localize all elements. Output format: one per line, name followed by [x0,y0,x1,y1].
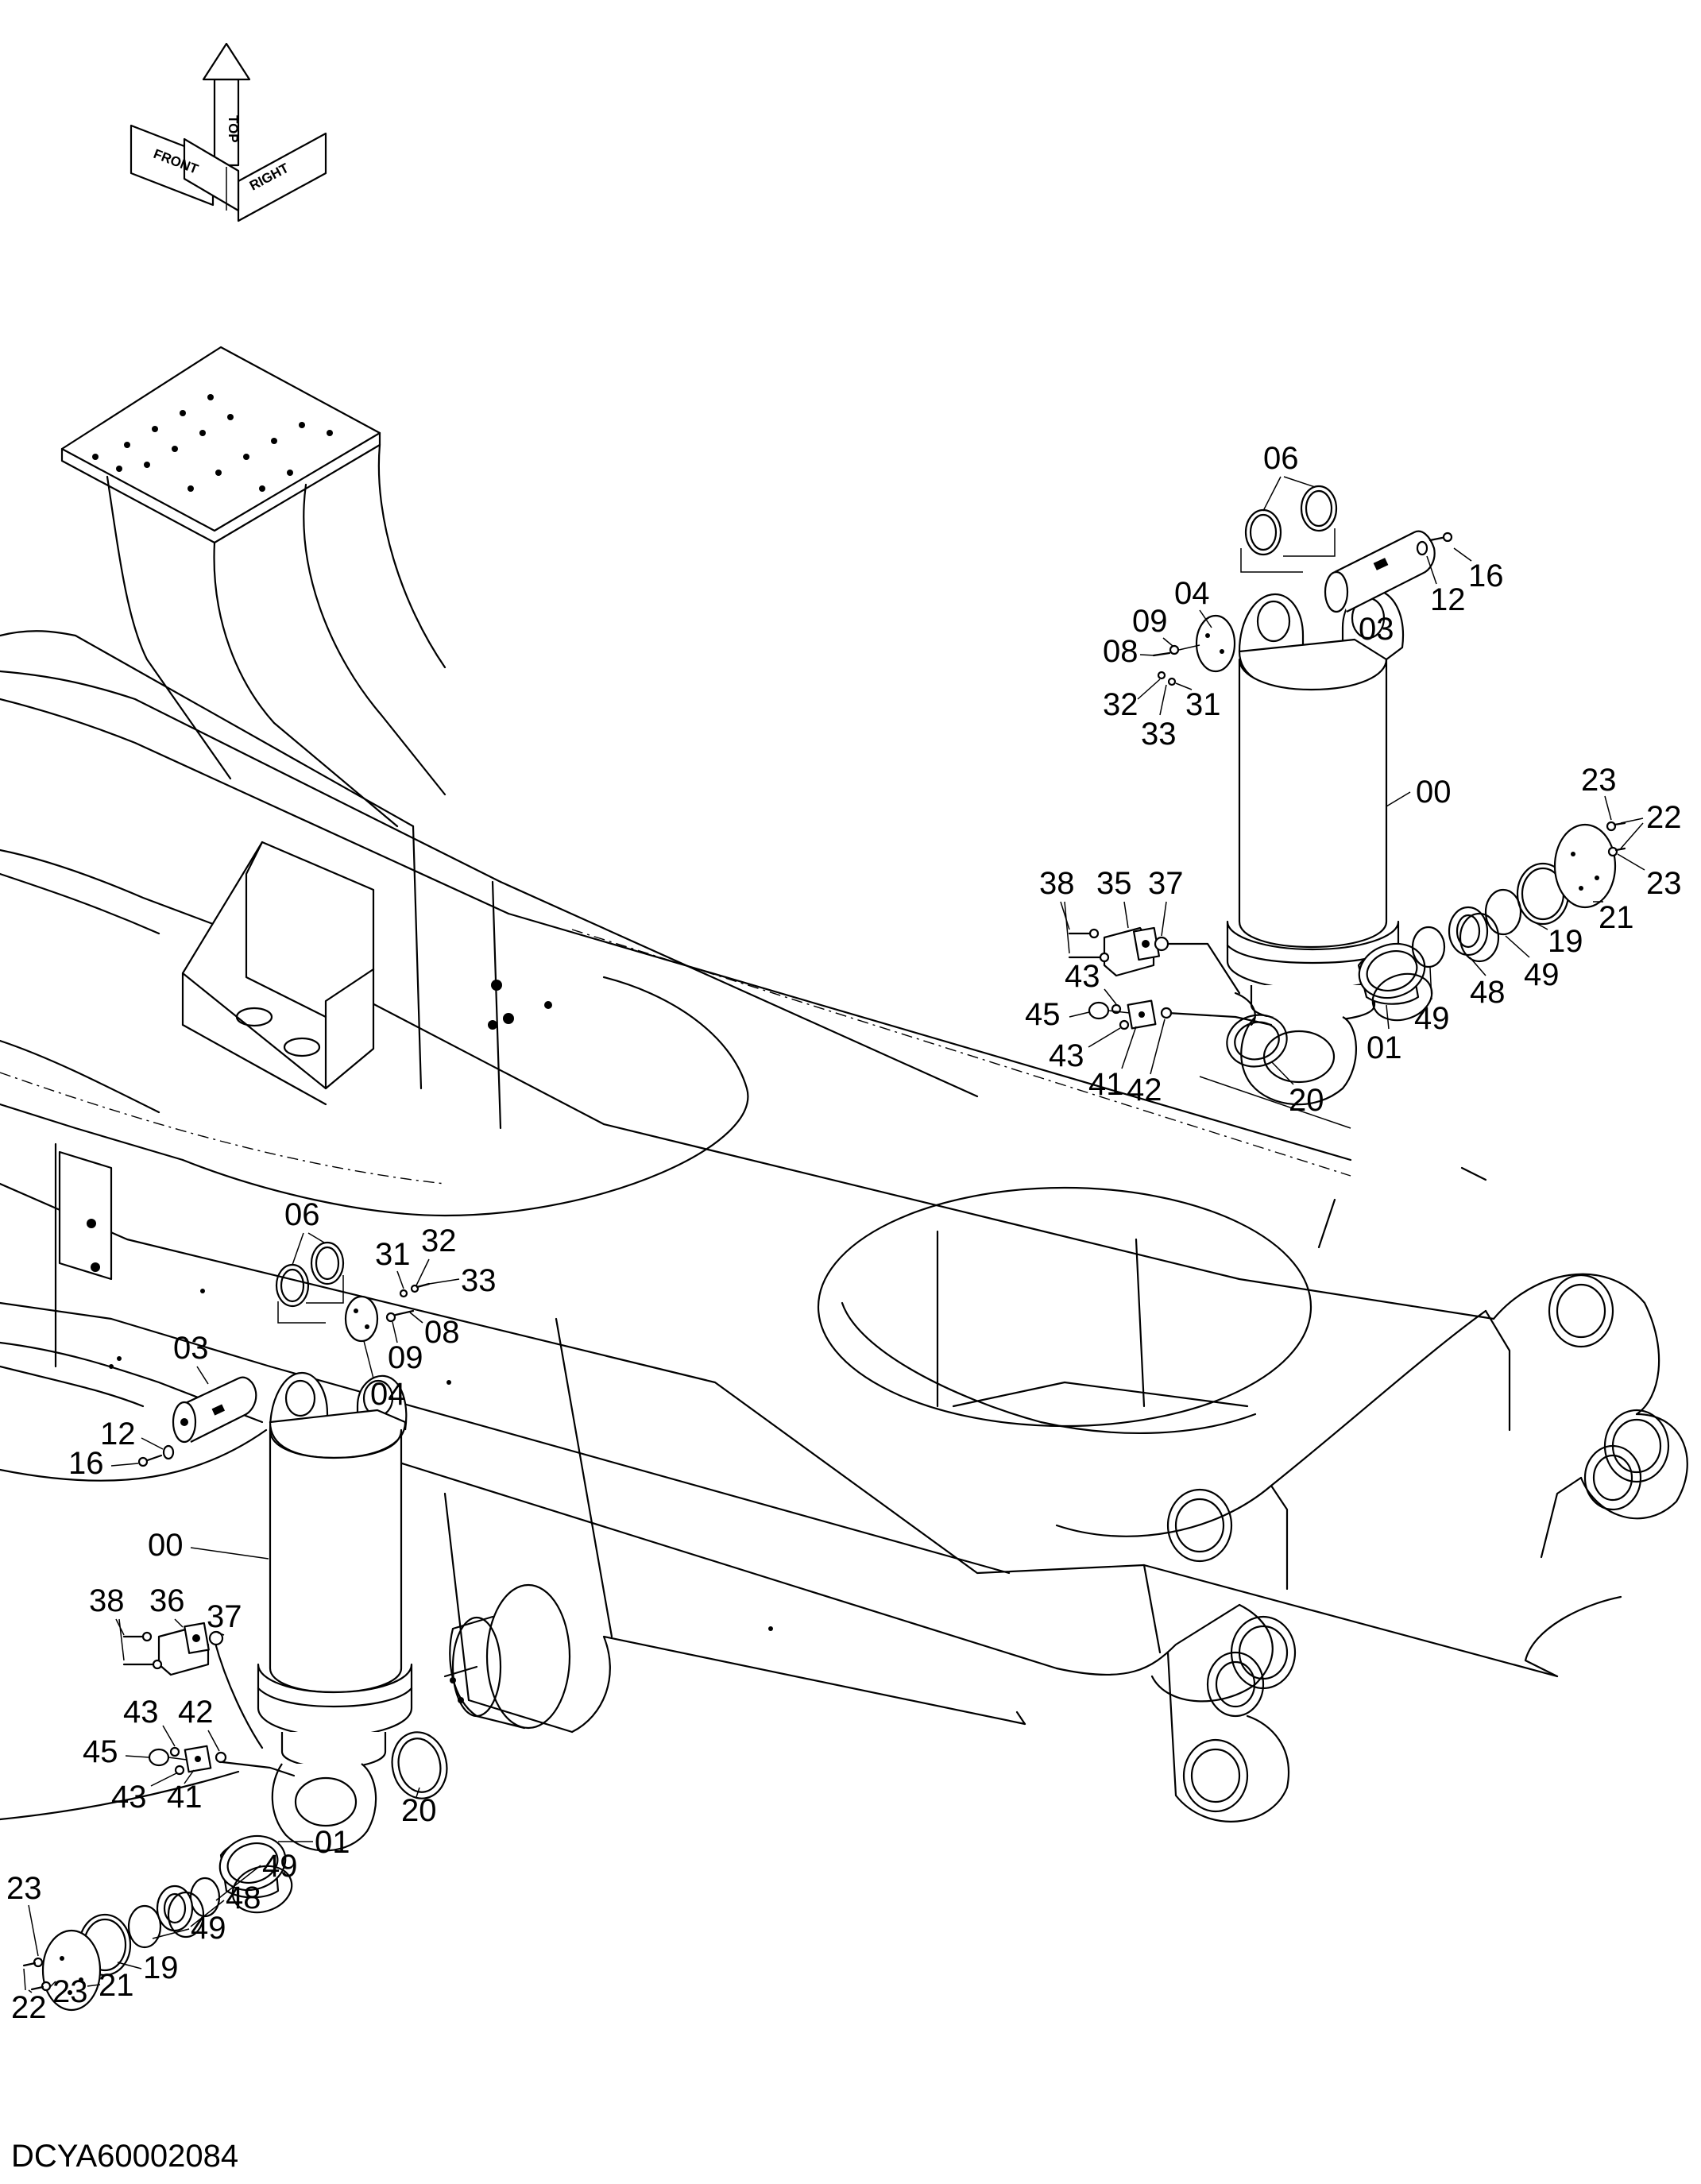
callout-45: 45 [1025,997,1061,1032]
frame [0,346,1688,1823]
callout-42: 42 [1127,1073,1162,1107]
callout-03-lower: 03 [173,1331,209,1366]
callout-06: 06 [1263,441,1299,476]
callout-09-lower: 09 [388,1340,423,1375]
callout-19: 19 [1548,924,1583,959]
drawing-id: DCYA60002084 [11,2139,239,2174]
callout-23b: 23 [1646,866,1682,901]
callout-37: 37 [1148,866,1184,901]
callout-03: 03 [1359,612,1394,647]
callout-20-lower: 20 [401,1793,437,1828]
callout-08-lower: 08 [424,1315,460,1350]
callout-42-lower: 42 [178,1695,214,1730]
callout-36-lower: 36 [149,1583,185,1618]
callout-43b: 43 [1049,1038,1084,1073]
callout-22: 22 [1646,800,1682,835]
callout-00: 00 [1416,775,1452,810]
callout-35: 35 [1096,866,1132,901]
callout-22-lower: 22 [11,1990,47,2025]
callout-31-lower: 31 [375,1237,411,1272]
callout-12-lower: 12 [100,1417,136,1451]
callout-32: 32 [1103,687,1139,722]
callout-43b-lower: 43 [111,1780,147,1815]
callout-06-lower: 06 [284,1197,320,1232]
callout-16: 16 [1468,559,1504,593]
callout-09: 09 [1132,604,1168,639]
callout-33-lower: 33 [461,1263,497,1298]
callout-33: 33 [1141,717,1177,752]
callout-38-lower: 38 [89,1583,125,1618]
callout-19-lower: 19 [143,1950,179,1985]
callout-08: 08 [1103,634,1139,669]
callout-00-lower: 00 [148,1528,184,1563]
callout-23: 23 [1581,763,1617,798]
callout-41-lower: 41 [167,1780,203,1815]
callout-43: 43 [1065,959,1100,994]
callout-21: 21 [1599,900,1634,935]
callout-12: 12 [1430,582,1466,617]
callout-49b: 49 [1414,1001,1450,1036]
callout-16-lower: 16 [68,1446,104,1481]
callout-21-lower: 21 [99,1968,134,2003]
lower-cylinder-assembly [22,1241,448,2012]
callout-48: 48 [1470,975,1506,1010]
top-label: TOP [226,115,241,143]
callout-23b-lower: 23 [52,1974,88,2009]
callout-31: 31 [1185,687,1221,722]
callout-23-lower: 23 [6,1871,42,1906]
callout-04-lower: 04 [370,1377,406,1412]
callout-04: 04 [1174,576,1210,611]
callout-38: 38 [1039,866,1075,901]
orientation-indicator: FRONT TOP RIGHT [130,42,327,222]
callout-20: 20 [1289,1083,1324,1118]
callout-32-lower: 32 [421,1223,457,1258]
callout-45-lower: 45 [83,1734,118,1769]
callout-49-lower: 49 [262,1849,298,1884]
callout-01: 01 [1367,1030,1402,1065]
callout-48-lower: 48 [226,1881,261,1915]
callout-43-lower: 43 [123,1695,159,1730]
upper-cylinder-assembly [1068,485,1626,1129]
lower-callouts: 06 31 32 33 08 09 03 04 12 16 00 38 36 3… [6,1197,497,2025]
callout-49: 49 [1524,957,1560,992]
callout-37-lower: 37 [207,1599,242,1634]
callout-41: 41 [1088,1067,1124,1102]
callout-01-lower: 01 [315,1825,350,1860]
callout-49b-lower: 49 [191,1911,226,1946]
upper-callouts: 06 16 12 03 04 09 08 32 31 33 00 23 22 2… [1025,441,1682,1118]
